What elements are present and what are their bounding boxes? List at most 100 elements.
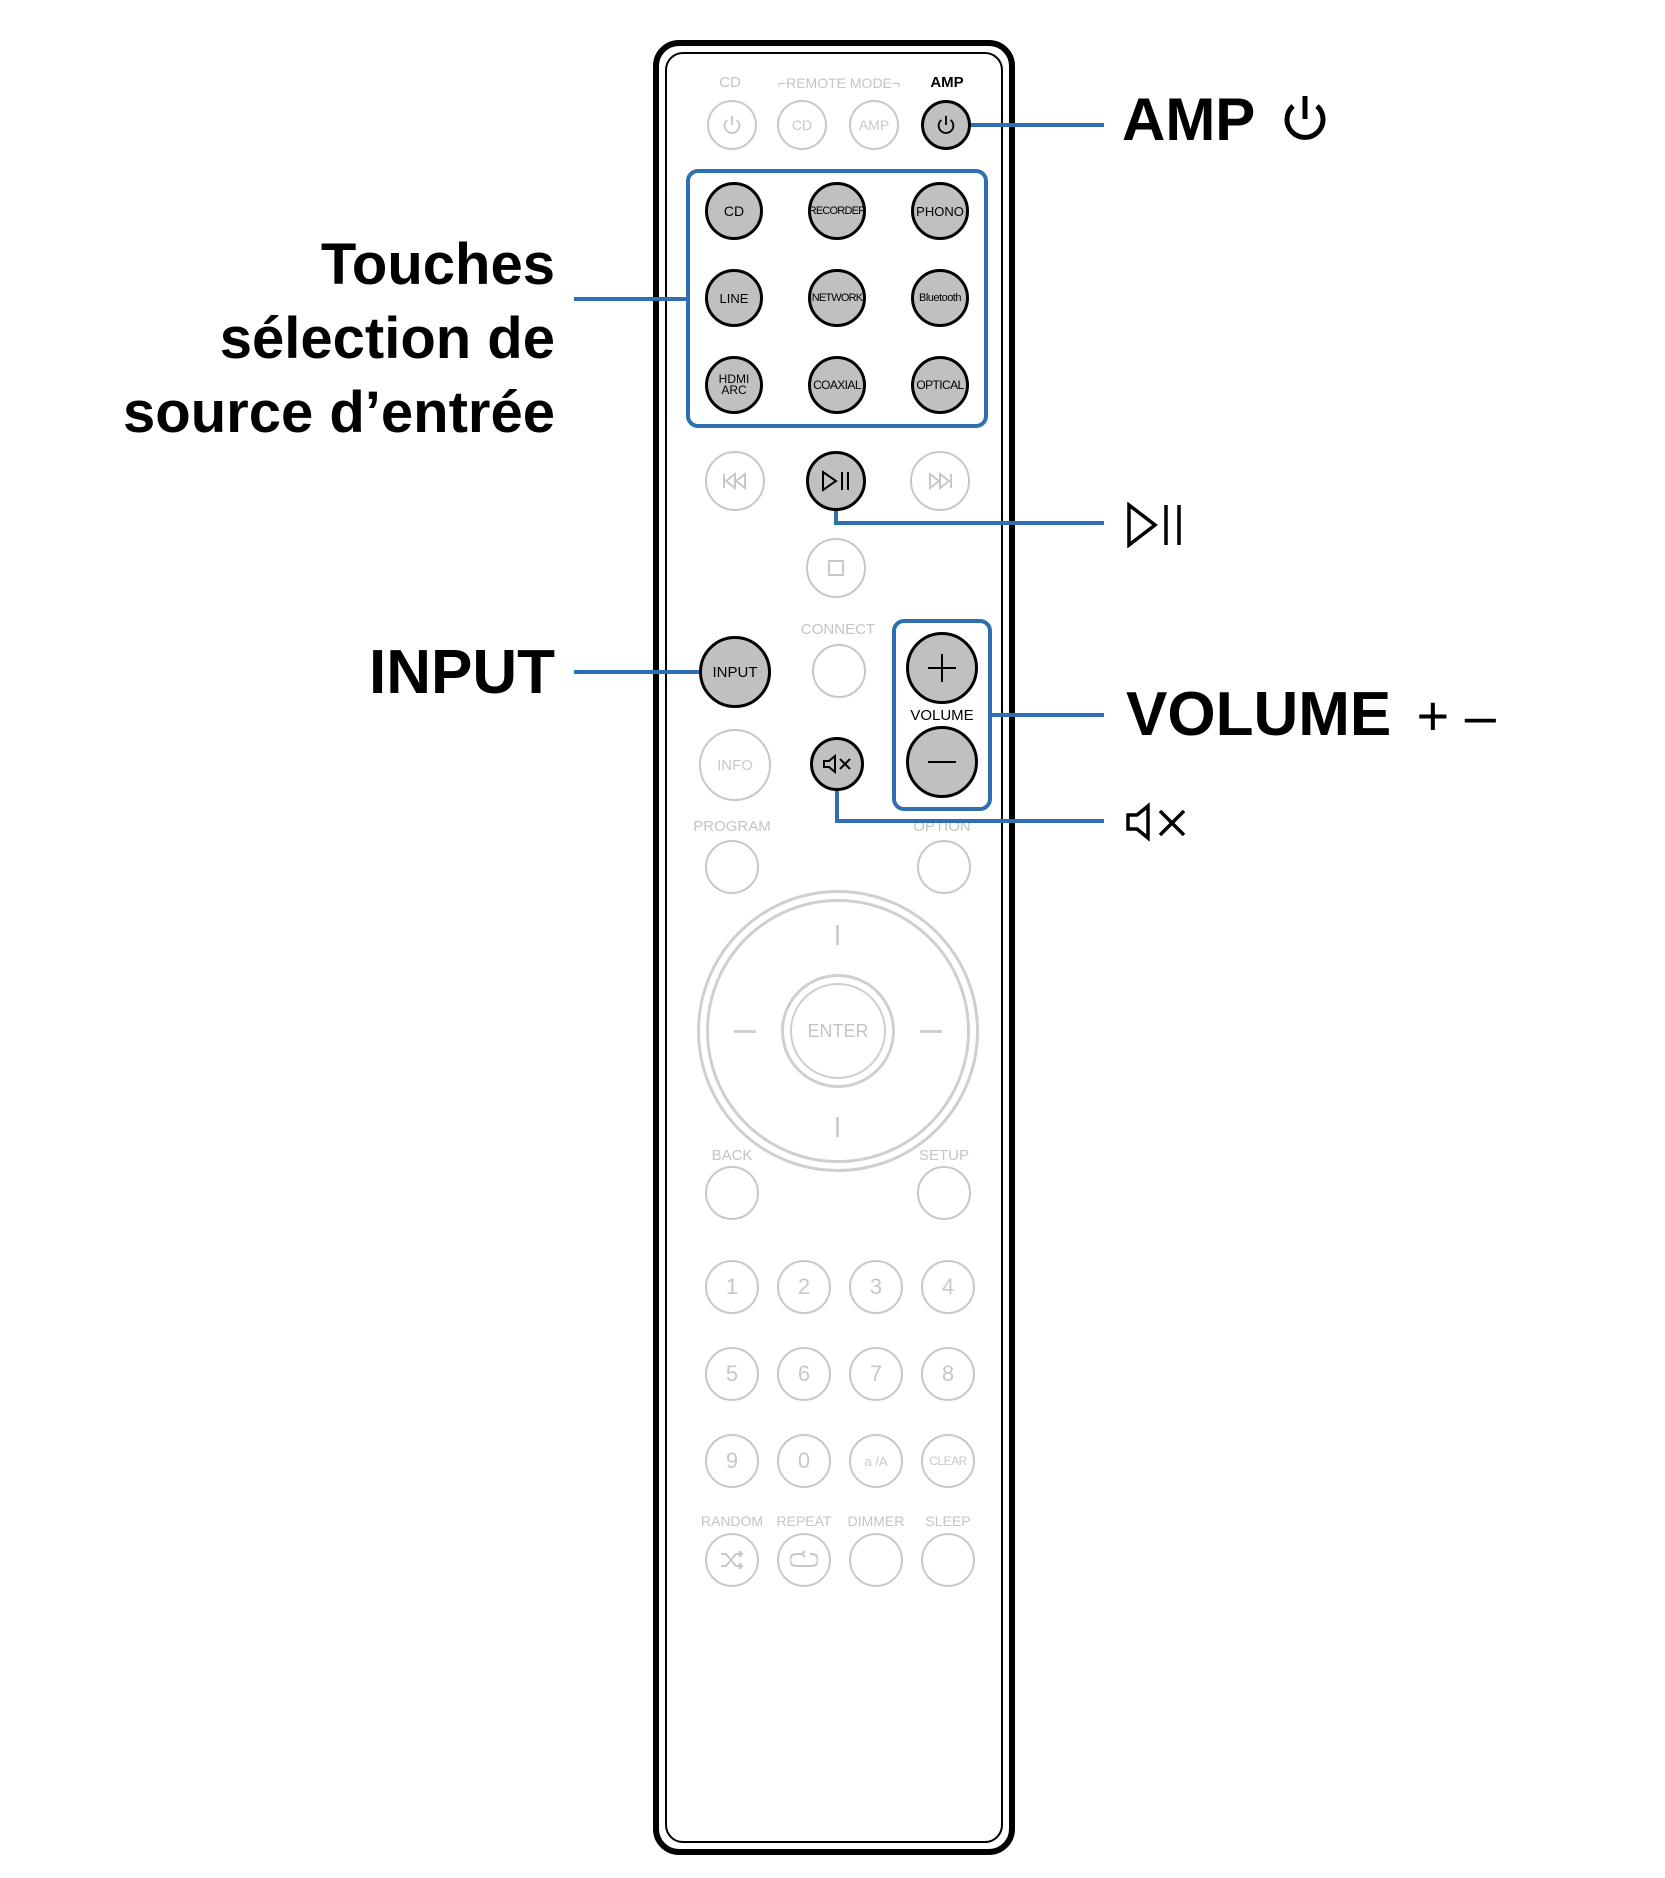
repeat-button[interactable]	[777, 1533, 831, 1587]
source-button-recorder[interactable]: RECORDER	[808, 182, 866, 240]
info-button-label: INFO	[717, 756, 753, 774]
source-buttons-highlight	[686, 169, 988, 428]
amp-power-button[interactable]	[921, 100, 971, 150]
skip-forward-button[interactable]	[910, 451, 970, 511]
play-pause-icon	[1127, 501, 1181, 549]
remote-mode-cd-button[interactable]: CD	[777, 100, 827, 150]
number-button-0[interactable]: 0	[777, 1434, 831, 1488]
case-toggle-button[interactable]: a /A	[849, 1434, 903, 1488]
mute-button[interactable]	[810, 737, 864, 791]
nav-right-mark	[920, 1030, 942, 1033]
callout-source-line-1: Touches	[320, 232, 555, 297]
callout-volume-signs: + –	[1416, 684, 1496, 747]
volume-up-button[interactable]	[906, 632, 978, 704]
mute-icon	[1126, 802, 1186, 842]
leader-sources	[574, 297, 686, 301]
input-button-label: INPUT	[712, 663, 758, 681]
nav-left-mark	[734, 1030, 756, 1033]
dimmer-button[interactable]	[849, 1533, 903, 1587]
volume-down-button[interactable]	[906, 726, 978, 798]
leader-amp	[971, 123, 1104, 127]
number-button-6[interactable]: 6	[777, 1347, 831, 1401]
remote-mode-bracket-left: ⌐	[777, 75, 787, 91]
number-label: 3	[869, 1274, 883, 1299]
number-label: 1	[725, 1274, 739, 1299]
callout-source-line-3: source d’entrée	[123, 380, 555, 445]
leader-volume	[992, 713, 1104, 717]
remote-mode-amp-label: AMP	[858, 117, 890, 133]
skip-forward-icon	[929, 472, 952, 490]
minus-icon	[928, 761, 956, 763]
remote-control	[653, 40, 1015, 1855]
power-icon	[1284, 96, 1326, 140]
mute-icon	[823, 753, 851, 775]
number-button-5[interactable]: 5	[705, 1347, 759, 1401]
number-button-4[interactable]: 4	[921, 1260, 975, 1314]
label-volume: VOLUME	[910, 707, 974, 724]
leader-mute	[835, 819, 1104, 823]
remote-inner-outline	[665, 52, 1003, 1843]
label-repeat: REPEAT	[776, 1513, 832, 1529]
callout-amp-power: AMP	[1122, 90, 1331, 150]
clear-button[interactable]: CLEAR	[921, 1434, 975, 1488]
label-connect: CONNECT	[800, 621, 876, 638]
number-button-1[interactable]: 1	[705, 1260, 759, 1314]
number-label: 8	[941, 1361, 955, 1386]
callout-mute	[1124, 802, 1190, 846]
sleep-button[interactable]	[921, 1533, 975, 1587]
label-setup: SETUP	[918, 1147, 969, 1164]
enter-label: ENTER	[807, 1020, 869, 1041]
label-random: RANDOM	[700, 1513, 764, 1529]
repeat-icon	[790, 1550, 818, 1567]
skip-back-button[interactable]	[705, 451, 765, 511]
number-button-8[interactable]: 8	[921, 1347, 975, 1401]
callout-input: INPUT	[369, 638, 555, 707]
label-amp-power: AMP	[930, 74, 964, 91]
callout-volume: VOLUME + –	[1126, 684, 1496, 746]
nav-down-mark	[836, 1117, 839, 1137]
shuffle-icon	[721, 1550, 744, 1570]
leader-input	[574, 670, 699, 674]
nav-ring-outer[interactable]	[697, 890, 979, 1172]
play-pause-icon	[822, 470, 849, 492]
program-button[interactable]	[705, 840, 759, 894]
number-label: 7	[869, 1361, 883, 1386]
callout-source-line-2: sélection de	[219, 306, 555, 371]
play-pause-button[interactable]	[806, 451, 866, 511]
leader-play-pause	[834, 521, 1104, 525]
skip-back-icon	[723, 472, 746, 490]
number-label: 6	[797, 1361, 811, 1386]
leader-play-pause-vertical	[834, 511, 838, 525]
info-button[interactable]: INFO	[699, 729, 771, 801]
clear-label: CLEAR	[929, 1454, 967, 1468]
back-button[interactable]	[705, 1166, 759, 1220]
power-icon	[723, 115, 741, 134]
number-button-7[interactable]: 7	[849, 1347, 903, 1401]
option-button[interactable]	[917, 840, 971, 894]
label-cd-power: CD	[719, 74, 741, 91]
label-dimmer: DIMMER	[847, 1513, 905, 1529]
number-label: 9	[725, 1448, 739, 1473]
remote-mode-cd-label: CD	[791, 117, 813, 133]
remote-mode-amp-button[interactable]: AMP	[849, 100, 899, 150]
number-label: 0	[797, 1448, 811, 1473]
number-label: 5	[725, 1361, 739, 1386]
leader-mute-vertical	[835, 791, 839, 823]
connect-button[interactable]	[812, 644, 866, 698]
label-back: BACK	[711, 1147, 753, 1164]
input-button[interactable]: INPUT	[699, 636, 771, 708]
callout-volume-text: VOLUME	[1126, 680, 1392, 749]
stop-button[interactable]	[806, 538, 866, 598]
enter-button[interactable]: ENTER	[790, 983, 886, 1079]
source-button-network[interactable]: NETWORK	[808, 269, 866, 327]
setup-button[interactable]	[917, 1166, 971, 1220]
label-program: PROGRAM	[693, 818, 771, 835]
cd-power-button[interactable]	[707, 100, 757, 150]
number-button-3[interactable]: 3	[849, 1260, 903, 1314]
label-remote-mode: ⌐REMOTE MODE¬	[772, 76, 906, 90]
random-button[interactable]	[705, 1533, 759, 1587]
number-button-9[interactable]: 9	[705, 1434, 759, 1488]
nav-ring-inner	[706, 899, 970, 1163]
number-button-2[interactable]: 2	[777, 1260, 831, 1314]
